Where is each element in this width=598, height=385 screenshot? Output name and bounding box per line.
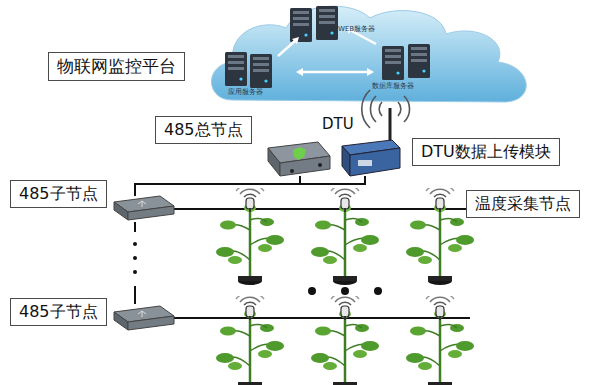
- illustration-part: [426, 292, 454, 320]
- illustration-part: [290, 169, 294, 173]
- illustration-part: [128, 316, 174, 330]
- illustration-part: [292, 37, 299, 44]
- server-caption: WEB服务器: [338, 26, 375, 34]
- bus-wire: [135, 176, 470, 318]
- illustration-part: [134, 222, 136, 232]
- illustration-part: [362, 90, 370, 128]
- illustration-part: [331, 292, 359, 320]
- plant-row: [216, 184, 474, 285]
- node-text: 温度采集节点: [475, 194, 571, 214]
- wireless-signal: [362, 90, 410, 128]
- illustration-part: [404, 96, 410, 122]
- illustration-part: [250, 54, 272, 88]
- illustration-part: [114, 312, 128, 330]
- illustration-part: [374, 287, 382, 295]
- illustration-part: [280, 156, 330, 176]
- illustration-part: [311, 310, 379, 385]
- illustration-part: [236, 184, 264, 212]
- illustration-part: [300, 176, 365, 184]
- node-text: DTU数据上传模块: [421, 142, 551, 162]
- illustration-part: [133, 270, 137, 274]
- platform-label-box: 物联网监控平台: [48, 52, 185, 81]
- illustration-part: [350, 148, 400, 176]
- node-text: 485总节点: [164, 120, 243, 140]
- illustration-part: [278, 40, 296, 56]
- illustration-part: [358, 160, 372, 166]
- illustration-part: [293, 147, 306, 160]
- node-text: 485子节点: [19, 302, 98, 322]
- illustration-part: [296, 68, 303, 76]
- illustration-part: [318, 163, 322, 167]
- illustration-part: [367, 68, 374, 76]
- illustration-part: [398, 102, 401, 116]
- server-caption: 数据库服务器: [372, 83, 414, 91]
- illustration-part: [225, 52, 247, 86]
- illustration-part: [128, 206, 174, 220]
- illustration-part: [138, 311, 146, 317]
- illustration-part: [406, 310, 474, 385]
- dtu-label-box: DTU数据上传模块: [412, 138, 560, 166]
- main-node-label-box: 485总节点: [155, 116, 252, 144]
- illustration-part: [382, 46, 404, 80]
- illustration-part: [216, 310, 284, 385]
- illustration-part: [268, 148, 280, 176]
- illustration-part: [135, 176, 300, 196]
- sub-node-label-box: 485子节点: [10, 180, 107, 208]
- illustration-part: [316, 6, 338, 40]
- 485-sub-device: [114, 306, 174, 330]
- illustration-part: [134, 286, 136, 304]
- illustration-part: [379, 102, 382, 116]
- illustration-part: [133, 256, 137, 260]
- illustration-part: [308, 287, 316, 295]
- illustration-part: [331, 184, 359, 212]
- dtu-caption: DTU: [322, 116, 354, 133]
- 485-sub-device: [114, 196, 174, 220]
- sensor-node-label-box: 温度采集节点: [466, 190, 580, 218]
- plant-row: [216, 292, 474, 385]
- illustration-part: [172, 317, 470, 319]
- illustration-part: [426, 184, 454, 212]
- illustration-part: [300, 71, 370, 74]
- node-text: 物联网监控平台: [57, 56, 176, 77]
- illustration-part: [389, 108, 392, 142]
- illustration-part: [311, 204, 379, 285]
- illustration-part: [216, 204, 284, 285]
- illustration-part: [406, 204, 474, 285]
- illustration-part: [172, 208, 470, 210]
- illustration-part: [138, 201, 146, 207]
- illustration-part: [342, 146, 350, 176]
- illustration-part: [290, 8, 312, 42]
- illustration-part: [212, 6, 527, 102]
- 485-main-device: [268, 142, 330, 176]
- illustration-part: [408, 44, 430, 78]
- illustration-part: [133, 242, 137, 246]
- sub-node-label-box: 485子节点: [10, 298, 107, 326]
- server-caption: 应用服务器: [228, 89, 263, 97]
- node-text: 485子节点: [19, 184, 98, 204]
- illustration-part: [114, 202, 128, 220]
- illustration-part: [370, 96, 376, 122]
- illustration-part: [236, 292, 264, 320]
- cloud: [212, 6, 527, 102]
- illustration-part: [341, 287, 349, 295]
